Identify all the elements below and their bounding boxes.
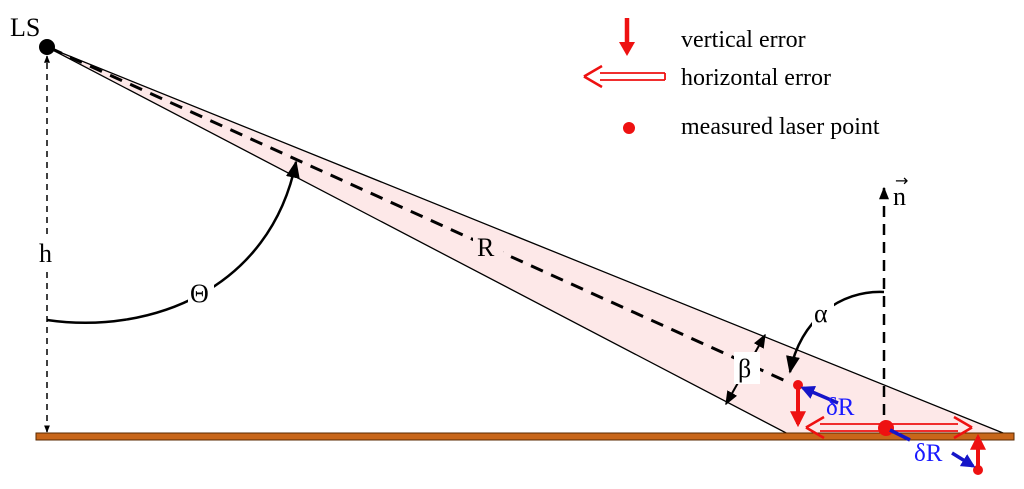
delta-r-label-upper: δR: [826, 394, 855, 421]
legend-vertical-error-label: vertical error: [681, 27, 806, 53]
height-label: h: [39, 239, 52, 268]
beam-cone: [46, 46, 1009, 436]
horizontal-error-arrow-left: [805, 415, 886, 440]
ground-surface: [35, 432, 1015, 441]
delta-r-label-lower: δR: [914, 440, 943, 467]
horizontal-error-arrow-right: [886, 415, 973, 440]
measured-point-lower: [973, 465, 983, 475]
legend-horizontal-error-icon: [583, 64, 666, 89]
legend-measured-point-label: measured laser point: [681, 114, 880, 140]
theta-arc: [46, 160, 300, 324]
theta-label: Θ: [190, 279, 209, 308]
legend-measured-point-icon: [623, 122, 635, 134]
legend: vertical error horizontal error measured…: [583, 18, 880, 140]
laser-source-point: [39, 39, 55, 55]
alpha-label: α: [814, 299, 828, 328]
beta-label: β: [738, 354, 751, 383]
delta-r-arrow-lower: [951, 451, 976, 468]
legend-horizontal-error-label: horizontal error: [681, 65, 831, 91]
range-line: [49, 46, 791, 385]
measured-point-ground: [878, 420, 894, 436]
normal-label: n: [893, 182, 906, 211]
legend-vertical-error-icon: [619, 18, 635, 56]
normal-vector-arrow: →: [895, 171, 908, 190]
range-label: R: [477, 233, 495, 262]
measured-point-upper: [793, 380, 803, 390]
laser-source-label: LS: [10, 13, 40, 42]
delta-r-arrow-upper: [800, 385, 839, 405]
